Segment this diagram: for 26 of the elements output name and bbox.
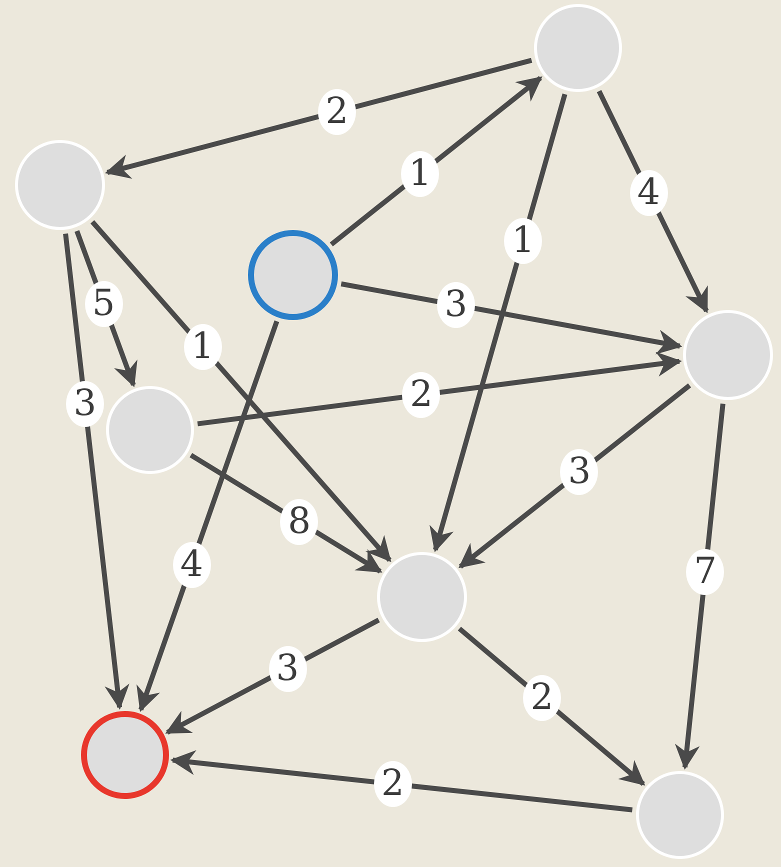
arrow (674, 403, 726, 770)
edge-label: 8 (280, 498, 318, 545)
edge-label: 1 (401, 150, 440, 197)
arrow (90, 220, 392, 562)
edge-label: 7 (686, 548, 724, 595)
arrow (197, 352, 682, 426)
edge-label: 3 (66, 380, 104, 427)
edge-label: 3 (268, 646, 306, 692)
arrow (458, 383, 692, 569)
arrow (170, 750, 633, 812)
edge-label: 5 (84, 280, 123, 327)
edge-label: 4 (630, 170, 668, 216)
edge-label: 2 (374, 760, 412, 807)
edge-label: 2 (402, 372, 440, 418)
arrow (104, 58, 532, 179)
arrow (430, 93, 568, 552)
edge-label: 1 (184, 324, 222, 370)
edge-label: 2 (522, 675, 561, 722)
arrow (63, 233, 130, 710)
arrow (340, 281, 682, 354)
arrow (136, 320, 280, 712)
edge-label: 2 (318, 88, 356, 135)
edge-label: 1 (504, 218, 542, 264)
edge-label: 4 (172, 542, 211, 588)
edge-label: 3 (560, 449, 598, 496)
edge-label: 3 (436, 282, 475, 328)
